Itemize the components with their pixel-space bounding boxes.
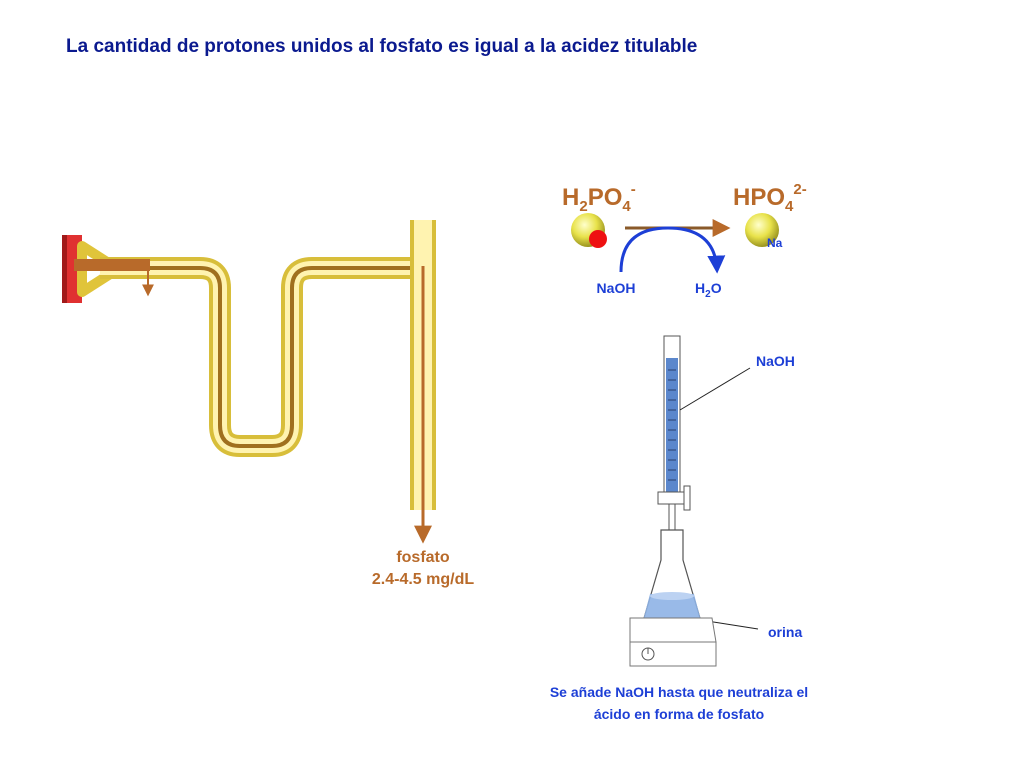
filtrate-bar — [74, 259, 150, 271]
burette-label: NaOH — [756, 353, 795, 369]
stopcock[interactable] — [657, 491, 687, 505]
naoh-label: NaOH — [597, 280, 636, 296]
phosphate-range-label: 2.4-4.5 mg/dL — [372, 571, 474, 588]
phosphate-molecule-right — [745, 213, 779, 247]
phosphate-label: fosfato — [396, 549, 450, 566]
hydrogen-phosphate-formula: HPO42- — [733, 181, 807, 215]
titration-caption-line1: Se añade NaOH hasta que neutraliza el — [550, 684, 808, 700]
naoh-to-water-arrow — [619, 226, 726, 274]
tubule-lumen — [100, 266, 418, 448]
renal-tubule: fosfato 2.4-4.5 mg/dL — [62, 220, 474, 588]
reaction-scheme: H2PO4- HPO42- Na NaOH H2O — [562, 181, 807, 300]
water-label: H2O — [695, 280, 722, 300]
titration-caption-line2: ácido en forma de fosfato — [594, 706, 764, 722]
flask-label: orina — [768, 624, 802, 640]
burette-naoh-fill — [666, 358, 678, 494]
titration-apparatus: NaOH orina Se añade NaOH hasta que neutr… — [550, 335, 808, 722]
tubule-wall — [100, 257, 418, 457]
proton-dot — [589, 230, 607, 248]
dihydrogen-phosphate-formula: H2PO4- — [562, 181, 636, 215]
stirrer-top — [629, 617, 717, 643]
burette-label-leader — [679, 367, 751, 411]
sodium-label: Na — [767, 236, 783, 250]
page-title: La cantidad de protones unidos al fosfat… — [66, 36, 698, 57]
